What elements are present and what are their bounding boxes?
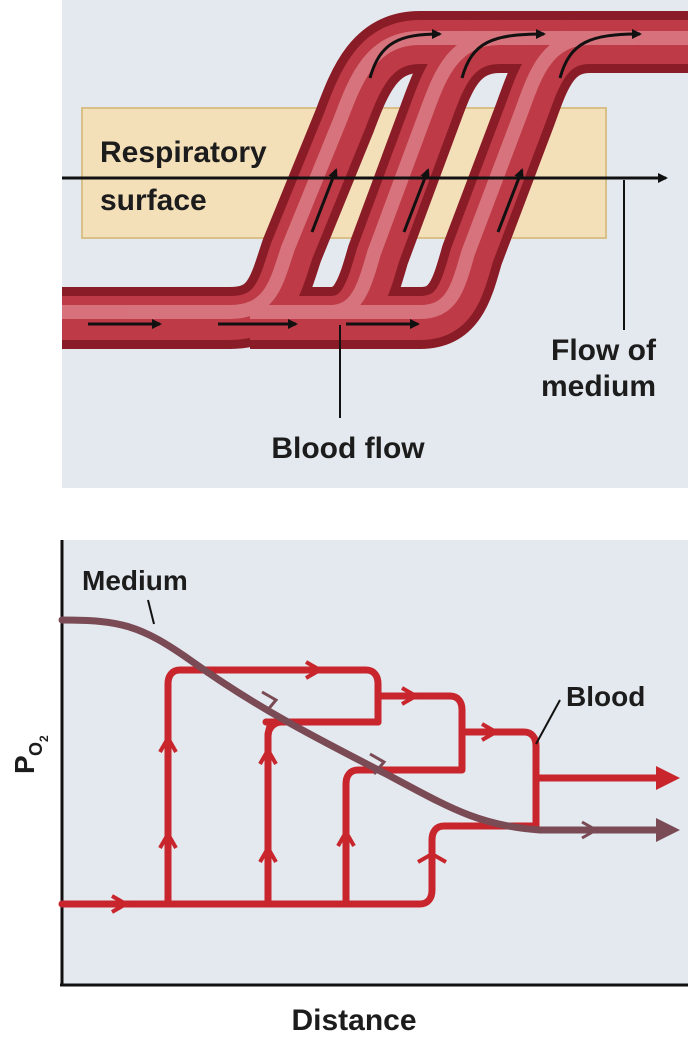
blood-loop-1-join <box>342 692 466 908</box>
blood-chevron-top <box>305 660 325 680</box>
blood-chevron-up2 <box>258 843 278 863</box>
blood-arrow-top1 <box>368 29 442 79</box>
top-panel: Respiratory surface Flow of medium Blood… <box>62 0 688 488</box>
blood-exit-arrowhead <box>656 766 680 790</box>
medium-chevron-1 <box>261 690 279 713</box>
blood-arrow-top2 <box>460 29 546 79</box>
blood-chevron-down <box>417 851 447 864</box>
blood-arrow-top3 <box>558 29 642 79</box>
blood-network <box>58 666 666 908</box>
blood-chevron-top3 <box>481 722 501 742</box>
y-axis-label-2: 2 <box>37 735 51 742</box>
y-axis-label-p: P <box>9 755 40 774</box>
blood-vessels <box>62 11 688 349</box>
medium-label-leader <box>147 599 155 625</box>
blood-chevron-trunk <box>111 894 131 914</box>
blood-chevron-up3 <box>336 827 356 847</box>
x-axis-label: Distance <box>291 1004 416 1037</box>
bottom-panel: Medium Blood P O 2 Distance <box>9 540 688 1037</box>
respiratory-surface-label-line1: Respiratory <box>100 136 267 169</box>
blood-direction-arrows <box>88 29 642 329</box>
y-axis-label: P O 2 <box>9 735 51 774</box>
medium-curve-group <box>58 616 680 842</box>
medium-label: Medium <box>82 565 188 596</box>
blood-arrow-up2 <box>402 168 430 233</box>
blood-label-leader <box>535 699 561 745</box>
plot-background <box>62 540 688 984</box>
respiratory-surface-label-line2: surface <box>100 184 207 217</box>
flow-of-medium-label-line1: Flow of <box>551 334 657 367</box>
blood-chevron-up2b <box>258 745 278 765</box>
blood-chevron-up1b <box>158 733 178 753</box>
medium-chevron-2 <box>369 752 387 775</box>
medium-chevron-3 <box>581 820 600 840</box>
blood-trunk <box>58 822 536 908</box>
blood-chevron-top2 <box>401 686 421 706</box>
blood-chevron-up1 <box>158 829 178 849</box>
blood-arrow-up1 <box>310 168 338 233</box>
flow-of-medium-label-line2: medium <box>541 370 656 403</box>
medium-curve <box>58 616 666 834</box>
blood-arrowheads <box>111 660 680 914</box>
vessel-branch-2-highlight <box>330 31 591 319</box>
y-axis-label-o: O <box>26 742 46 756</box>
blood-flow-label: Blood flow <box>271 432 425 465</box>
blood-loop-3 <box>458 728 540 830</box>
blood-label: Blood <box>566 681 645 712</box>
blood-arrow-up3 <box>496 168 524 233</box>
medium-curve-arrowhead <box>656 818 680 842</box>
